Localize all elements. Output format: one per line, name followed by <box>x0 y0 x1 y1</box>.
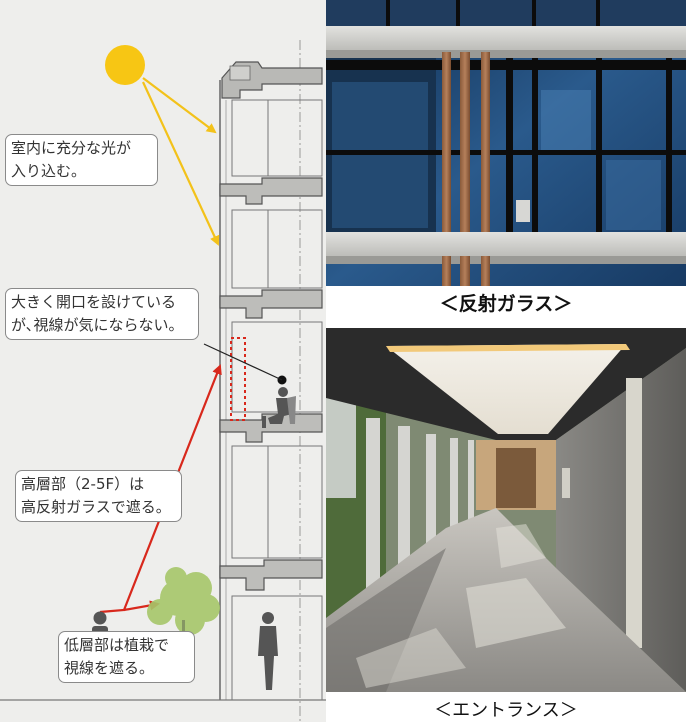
section-drawing <box>0 40 326 722</box>
callout-lower-floors-line1: 低層部は植栽で <box>64 636 170 654</box>
callout-upper-floors-line1: 高層部（2-5F）は <box>21 475 145 493</box>
photo-reflective-glass <box>326 0 686 286</box>
sunlight-arrow-2 <box>142 81 220 246</box>
plant-icon <box>147 567 220 660</box>
callout-daylight-line1: 室内に充分な光が <box>11 139 132 157</box>
callout-large-opening-line2: が､視線が気にならない。 <box>11 316 184 334</box>
callout-daylight-line2: 入り込む。 <box>11 162 87 180</box>
window-frames <box>231 99 323 701</box>
caption-reflective-glass: ＜反射ガラス＞ <box>439 293 573 315</box>
floor-slabs <box>219 177 323 591</box>
callout-large-opening-line1: 大きく開口を設けている <box>11 293 177 311</box>
callout-lower-floors: 低層部は植栽で 視線を遮る。 <box>58 631 195 683</box>
callout-lower-floors-line2: 視線を遮る。 <box>64 659 155 677</box>
callout-daylight: 室内に充分な光が 入り込む。 <box>5 134 158 186</box>
callout-upper-floors: 高層部（2-5F）は 高反射ガラスで遮る。 <box>15 470 182 522</box>
caption-entrance: ＜エントランス＞ <box>434 700 578 721</box>
callout-upper-floors-line2: 高反射ガラスで遮る。 <box>21 498 171 516</box>
callout-large-opening: 大きく開口を設けている が､視線が気にならない。 <box>5 288 199 340</box>
indoor-person-icon <box>258 612 278 690</box>
sunlight-arrow-1 <box>142 77 217 134</box>
sun-icon <box>105 45 145 85</box>
reflective-glass-zone <box>230 337 246 421</box>
roof-parapet <box>221 61 323 99</box>
section-diagram: 室内に充分な光が 入り込む。 大きく開口を設けている が､視線が気にならない。 … <box>0 0 326 722</box>
seated-person-icon <box>203 343 296 428</box>
photo-entrance <box>326 328 686 692</box>
